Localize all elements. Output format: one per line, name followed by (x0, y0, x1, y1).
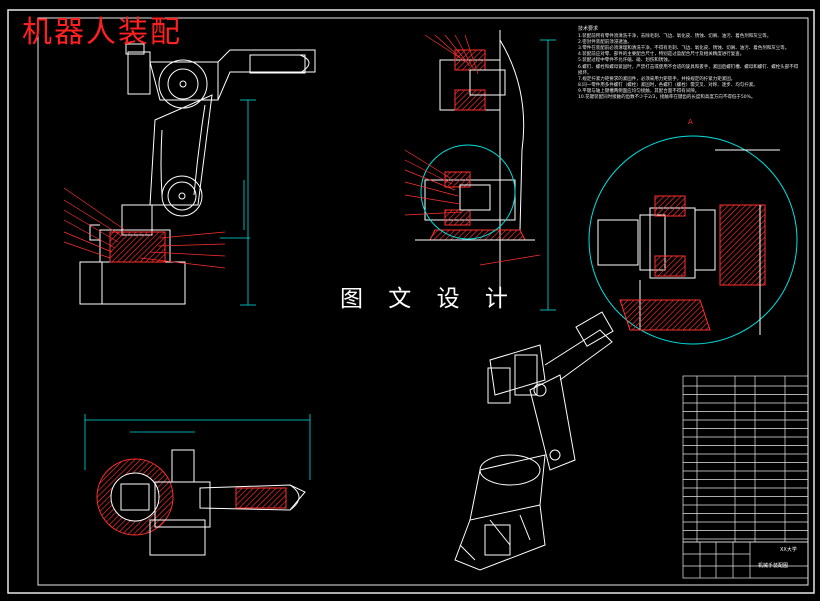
detail-label: A (688, 118, 693, 126)
section-view (415, 30, 535, 300)
technical-note-line: 9.平键与轴上键槽两侧面应均匀接触，其配合面不得有间隙。 (578, 88, 700, 94)
top-view (96, 449, 306, 556)
front-view-leaders (63, 187, 226, 269)
section-view-dimensions (540, 39, 556, 311)
technical-note-line: 5.装配过程中零件不允许磕、碰、划伤和锈蚀。 (578, 58, 673, 64)
inner-frame (37, 17, 809, 586)
technical-note-line: 3.零件在装配前必须清理和清洗干净，不得有毛刺、飞边、氧化皮、锈蚀、切屑、油污、… (578, 46, 790, 52)
parts-list (682, 375, 809, 543)
front-view-dimensions (220, 99, 256, 306)
title-block-drawing-name: 机械手装配图 (758, 563, 789, 569)
technical-note-line: 10.花键装配同时接触的齿数不少于2/3，接触率在键齿的长度和高度方向不得低于5… (578, 95, 756, 101)
technical-note-line: 4.装配前应对零、部件的主要配合尺寸，特别是过盈配合尺寸及相关精度进行复查。 (578, 52, 745, 58)
center-watermark: 图 文 设 计 (340, 286, 517, 312)
title-block (682, 541, 809, 579)
detail-view (588, 135, 798, 345)
technical-notes: 技术要求 1.装配前所有零件须清洗干净，去除毛刺、飞边、氧化皮、锈蚀、切屑、油污… (578, 26, 800, 101)
front-view (79, 43, 316, 305)
section-view-leaders (404, 34, 541, 266)
technical-notes-heading: 技术要求 (578, 26, 599, 32)
technical-note-line: 2.密封件装配前须浸透油。 (578, 40, 632, 46)
outer-frame (7, 9, 815, 594)
technical-note-line: 8.同一零件用多件螺钉（螺栓）紧固时，各螺钉（螺栓）需交叉、对称、逐步、均匀拧紧… (578, 82, 758, 88)
top-view-dimensions (84, 414, 311, 480)
isometric-view (454, 311, 614, 571)
technical-note-line: 6.螺钉、螺栓和螺母紧固时，严禁打击或使用不合适的旋具和扳手，紧固后螺钉槽、螺母… (578, 64, 799, 76)
title-block-school: XX大学 (780, 547, 797, 553)
overlay-title: 机器人装配 (22, 15, 182, 50)
technical-note-line: 1.装配前所有零件须清洗干净，去除毛刺、飞边、氧化皮、锈蚀、切屑、油污、着色剂和… (578, 34, 772, 40)
technical-note-line: 7.规定拧紧力矩要求的紧固件，必须采用力矩扳手，并按规定的拧紧力矩紧固。 (578, 76, 736, 82)
